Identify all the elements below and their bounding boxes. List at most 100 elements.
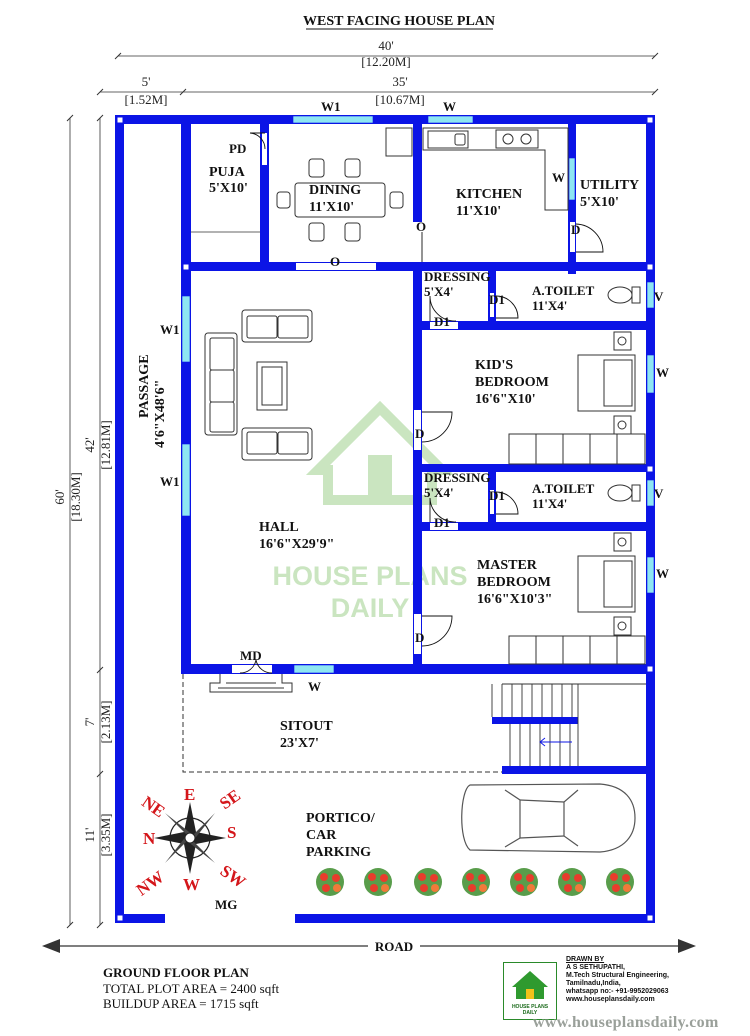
pillars — [116, 116, 654, 922]
dressing2-name: DRESSING — [424, 470, 490, 485]
dim-overall-width-m: [12.20M] — [361, 54, 410, 69]
portico-line1: PORTICO/ — [306, 811, 376, 826]
passage-name: PASSAGE — [137, 354, 152, 418]
kids-bedroom-line2: BEDROOM — [475, 375, 549, 390]
top-dimensions: 40' [12.20M] 5' [1.52M] 35' [10.67M] — [96, 38, 659, 107]
sitout-name: SITOUT — [280, 719, 333, 734]
compass-w: W — [183, 875, 200, 894]
dim-portico-depth: 11' — [82, 828, 97, 843]
wc-icon — [607, 286, 641, 502]
road-label: ROAD — [375, 939, 413, 954]
label-w-sitout: W — [308, 679, 321, 694]
watermark-line2: DAILY — [331, 593, 410, 623]
label-pd: PD — [229, 141, 246, 156]
credits-heading: DRAWN BY — [566, 956, 605, 963]
credits-site: www.houseplansdaily.com — [566, 996, 655, 1003]
sitout-size: 23'X7' — [280, 736, 319, 751]
dim-sitout-depth: 7' — [82, 718, 97, 727]
label-d-master: D — [415, 630, 424, 645]
road-arrow: ROAD — [42, 938, 696, 954]
master-bedroom-line1: MASTER — [477, 558, 538, 573]
brand-logo: HOUSE PLANS DAILY — [503, 962, 557, 1020]
label-v-toilet1: V — [654, 289, 664, 304]
credits-whatsapp: whatsapp no:- +91-9952029063 — [566, 988, 669, 995]
dim-sitout-depth-m: [2.13M] — [98, 701, 113, 744]
label-v-toilet2: V — [654, 486, 664, 501]
portico-line3: PARKING — [306, 845, 371, 860]
dim-overall-width: 40' — [378, 38, 393, 53]
dressing1-name: DRESSING — [424, 269, 490, 284]
dim-house-width-m: [10.67M] — [375, 92, 424, 107]
compass-se: SE — [216, 786, 244, 813]
website-url[interactable]: www.houseplansdaily.com — [533, 1014, 719, 1031]
dining-name: DINING — [309, 183, 361, 198]
plan-title: WEST FACING HOUSE PLAN — [303, 14, 495, 29]
label-o-dining: O — [330, 254, 340, 269]
door-swings — [239, 132, 604, 674]
logo-line1: HOUSE PLANS — [511, 1004, 549, 1010]
passage-size: 4'6"X48'6" — [153, 380, 168, 448]
door-gaps — [165, 133, 575, 922]
kids-bedroom-size: 16'6"X10' — [475, 392, 536, 407]
label-w1-hall-upper: W1 — [160, 322, 180, 337]
sofa-set-icon — [204, 309, 313, 461]
toilet2-size: 11'X4' — [532, 496, 567, 511]
label-w-top-kitchen: W — [443, 99, 456, 114]
logo-line2: DAILY — [522, 1010, 538, 1016]
plants — [316, 868, 634, 896]
credits-qualification: M.Tech Structural Engineering, — [566, 972, 669, 979]
label-w1-hall-lower: W1 — [160, 474, 180, 489]
puja-size: 5'X10' — [209, 181, 248, 196]
master-bedroom-line2: BEDROOM — [477, 575, 551, 590]
house-logo-icon — [512, 971, 548, 999]
label-mg: MG — [215, 897, 237, 912]
footer-plot-area: TOTAL PLOT AREA = 2400 sqft — [103, 981, 280, 996]
watermark: HOUSE PLANS DAILY — [272, 400, 468, 623]
kitchen-size: 11'X10' — [456, 204, 501, 219]
kids-bedroom-line1: KID'S — [475, 358, 513, 373]
label-d1-dress1-a: D1 — [489, 292, 505, 307]
toilet1-name: A.TOILET — [532, 283, 595, 298]
car-icon — [461, 783, 636, 853]
compass-ne: NE — [138, 792, 168, 821]
bed-icon — [577, 331, 636, 636]
dressing2-size: 5'X4' — [424, 485, 454, 500]
label-w-master: W — [656, 566, 669, 581]
footer-buildup-area: BUILDUP AREA = 1715 sqft — [103, 996, 259, 1011]
opening-labels: W1 W PD W D O O W1 W1 D1 D1 V W D D1 D1 … — [160, 99, 669, 912]
dining-size: 11'X10' — [309, 200, 354, 215]
toilet2-name: A.TOILET — [532, 481, 595, 496]
label-d-utility: D — [571, 222, 580, 237]
staircase — [491, 683, 646, 766]
kitchen-name: KITCHEN — [456, 187, 522, 202]
dim-house-width: 35' — [392, 74, 407, 89]
label-o-kitchen: O — [416, 219, 426, 234]
label-d-kids: D — [415, 426, 424, 441]
label-w1-top: W1 — [321, 99, 341, 114]
portico-line2: CAR — [306, 828, 337, 843]
label-d1-dress2-b: D1 — [434, 515, 450, 530]
puja-name: PUJA — [209, 165, 246, 180]
dim-passage-width: 5' — [142, 74, 151, 89]
credits-name: A S SETHUPATHI, — [566, 964, 625, 971]
label-w-kids: W — [656, 365, 669, 380]
compass-nw: NW — [133, 867, 168, 899]
windows — [181, 115, 655, 674]
dim-portico-depth-m: [3.35M] — [98, 814, 113, 857]
footer-heading: GROUND FLOOR PLAN — [103, 965, 249, 980]
hall-size: 16'6"X29'9" — [259, 537, 334, 552]
label-d1-dress2-a: D1 — [489, 488, 505, 503]
room-labels: PUJA 5'X10' DINING 11'X10' KITCHEN 11'X1… — [137, 165, 639, 860]
compass-rose-icon — [154, 802, 226, 874]
utility-name: UTILITY — [580, 178, 639, 193]
compass-s: S — [227, 823, 236, 842]
hall-name: HALL — [259, 520, 299, 535]
sitout-outline — [182, 674, 502, 773]
dim-overall-depth: 60' — [52, 489, 67, 504]
dim-house-depth: 42' — [82, 437, 97, 452]
kitchen-counter — [422, 127, 569, 211]
compass-sw: SW — [217, 861, 250, 892]
dim-passage-width-m: [1.52M] — [125, 92, 168, 107]
toilet1-size: 11'X4' — [532, 298, 567, 313]
